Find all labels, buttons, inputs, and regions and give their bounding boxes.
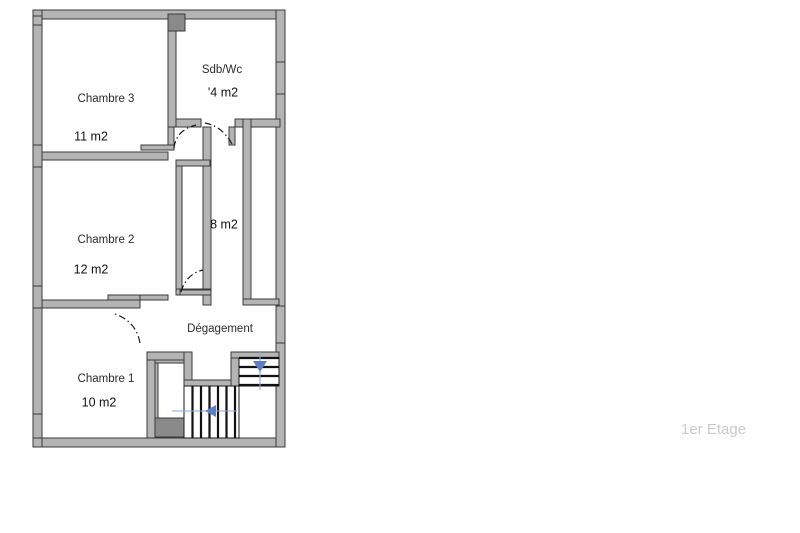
wall-jamb-right-mid [275, 93, 286, 307]
doorhead-chambre1-left [107, 294, 141, 301]
room-area-chambre-3: 11 m2 [74, 129, 108, 143]
room-name-chambre-1: Chambre 1 [78, 373, 135, 385]
stair-treads-upper [238, 352, 280, 390]
wall-8m2-bottom [242, 298, 280, 306]
wall-8m2-left [202, 126, 212, 306]
wall-jamb-left-mid1 [32, 144, 43, 168]
wall-jamb-right-bottom [275, 342, 286, 448]
stair-treads-lower [172, 385, 240, 439]
room-name-chambre-3: Chambre 3 [78, 93, 135, 105]
door-swing-sdb [204, 122, 233, 145]
floor-caption-label: 1er Etage [681, 421, 746, 438]
duct-block-group [167, 13, 186, 32]
door-swing-chambre3 [173, 124, 197, 149]
fixture-block-icon [154, 417, 186, 438]
doorhead-chambre2 [179, 289, 212, 296]
wall-jamb-left-top [32, 15, 43, 26]
room-labels-group: Chambre 3 11 m2 Chambre 2 12 m2 Chambre … [74, 64, 254, 409]
door-swing-chambre1 [111, 312, 141, 344]
wall-exterior-top [32, 9, 286, 20]
walls-group [32, 9, 286, 448]
wall-8m2-right [242, 118, 252, 306]
wall-jamb-left-bottom [32, 413, 43, 439]
room-area-placard-8m2: 8 m2 [210, 217, 238, 231]
wall-partition-chambre3-chambre2 [41, 151, 169, 161]
doorstub-sdb-right [228, 126, 236, 146]
wall-exterior-left [32, 9, 43, 448]
room-name-sdb-wc: Sdb/Wc [202, 64, 243, 76]
wall-partition-chambre2-chambre1 [41, 299, 141, 309]
room-area-chambre-1: 10 m2 [82, 395, 117, 409]
fixture-block-group [154, 417, 186, 438]
wall-exterior-bottom [32, 437, 286, 448]
wall-closet-chambre2-top [175, 159, 211, 167]
stair-arrow-lower-icon [205, 405, 216, 417]
wall-door-stub-chambre1 [139, 294, 169, 301]
wall-chambre1-closet-top [154, 359, 185, 364]
door-swings-group [111, 122, 233, 344]
room-name-chambre-2: Chambre 2 [78, 234, 135, 246]
stair-arrow-upper-icon [253, 361, 267, 372]
door-swing-chambre2 [180, 269, 204, 293]
chimney-duct-icon [167, 13, 186, 32]
room-name-degagement: Dégagement [187, 323, 254, 335]
doorstub-sdb-chambre3 [167, 126, 175, 146]
room-area-sdb-wc: '4 m2 [208, 85, 238, 99]
wall-jamb-right-top [275, 9, 286, 63]
room-area-chambre-2: 12 m2 [74, 262, 109, 276]
wall-chambre1-right [146, 351, 156, 439]
wall-sdb-bottom-right [234, 118, 281, 128]
wall-closet-chambre2-left [175, 159, 183, 296]
doorhead-chambre3 [140, 144, 175, 151]
wall-sdb-left [167, 18, 177, 128]
wall-jamb-left-mid2 [32, 285, 43, 309]
